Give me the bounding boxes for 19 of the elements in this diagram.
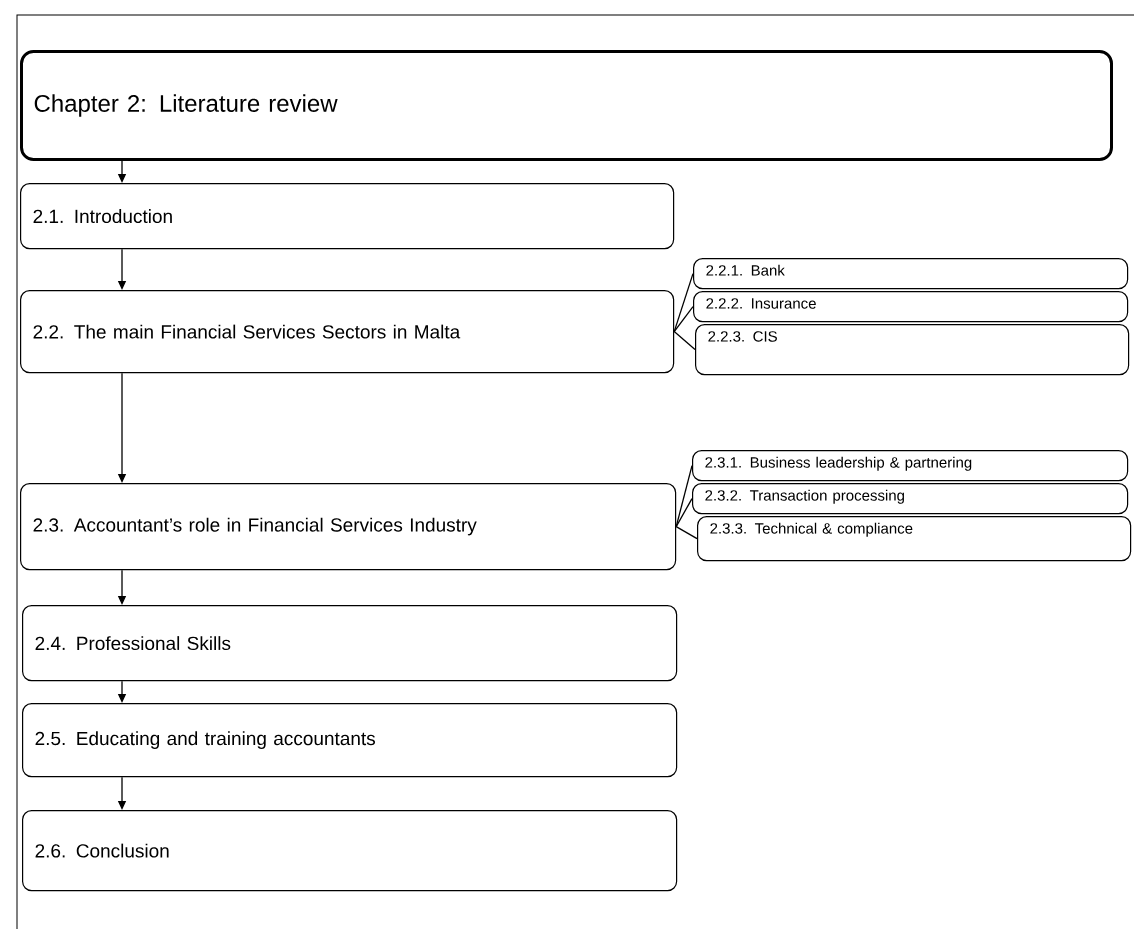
connector-line bbox=[675, 525, 698, 540]
connector-line bbox=[673, 305, 694, 333]
section-box: 2.3.2. Transaction processing bbox=[692, 483, 1129, 515]
section-box: 2.2.1. Bank bbox=[693, 258, 1129, 290]
section-box: 2.3.3. Technical & compliance bbox=[697, 516, 1132, 562]
chapter-box: Chapter 2: Literature review bbox=[20, 50, 1113, 161]
section-box: 2.4. Professional Skills bbox=[22, 605, 678, 682]
connector-line bbox=[673, 272, 694, 333]
connector-line bbox=[675, 464, 693, 528]
section-box: 2.5. Educating and training accountants bbox=[22, 703, 678, 778]
section-box: 2.2.3. CIS bbox=[695, 324, 1130, 376]
connector-line bbox=[673, 330, 696, 351]
section-box: 2.3. Accountant’s role in Financial Services Industry bbox=[20, 483, 677, 571]
section-box: 2.3.1. Business leadership & partnering bbox=[692, 450, 1129, 482]
section-box: 2.2.2. Insurance bbox=[693, 291, 1129, 323]
section-box: 2.2. The main Financial Services Sectors in Malta bbox=[20, 290, 675, 374]
section-box: 2.6. Conclusion bbox=[22, 810, 678, 892]
connector-line bbox=[675, 497, 693, 528]
section-box: 2.1. Introduction bbox=[20, 183, 675, 250]
